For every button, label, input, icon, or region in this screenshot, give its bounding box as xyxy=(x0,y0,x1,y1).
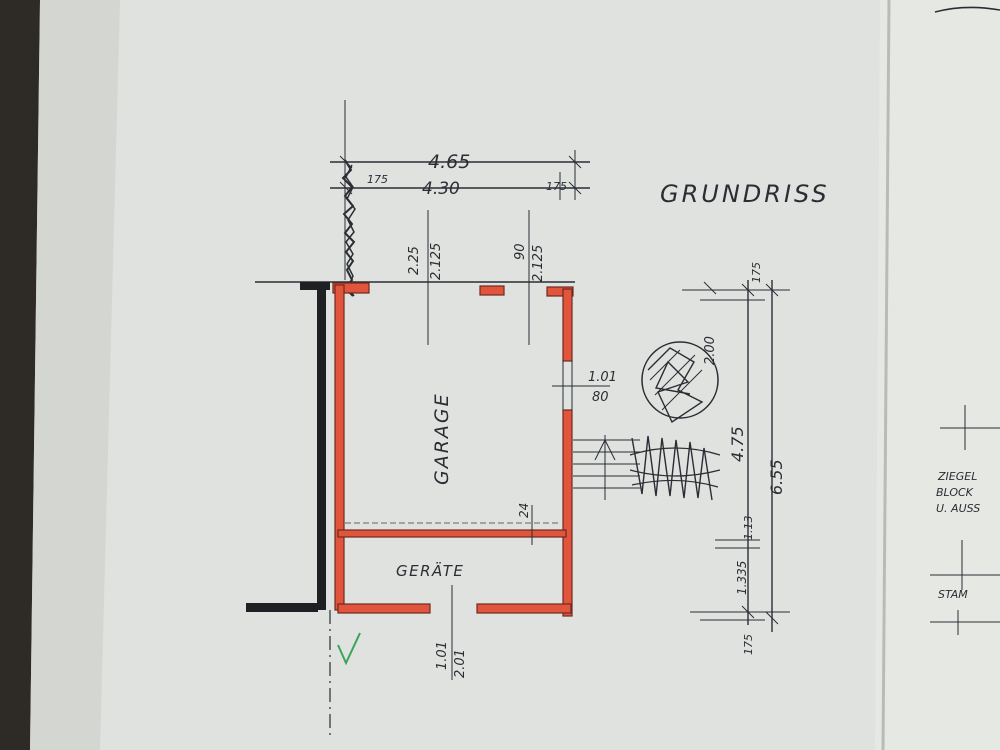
next-page-line1: ZIEGEL xyxy=(937,470,977,483)
dim-interior-wall: 24 xyxy=(517,503,531,518)
dim-right-lower: 1.335 xyxy=(735,561,749,595)
dim-right-mid: 2.00 xyxy=(703,336,718,365)
dim-top-right-wall: 175 xyxy=(546,180,567,193)
next-page-line2: BLOCK xyxy=(936,486,974,499)
right-dimensions: 175 2.00 4.75 6.55 1.13 1.335 175 xyxy=(682,262,790,655)
dim-right-top: 175 xyxy=(750,262,763,283)
dim-door-b: 2.01 xyxy=(453,649,468,678)
dim-window-a: 1.01 xyxy=(588,370,617,385)
property-boundary xyxy=(246,281,575,612)
page-fold xyxy=(881,0,891,750)
dim-right-total: 6.55 xyxy=(767,459,786,495)
dim-right-bottom: 175 xyxy=(742,634,755,655)
dim-top-total: 4.65 xyxy=(428,151,470,173)
tree-symbol-icon xyxy=(641,341,719,424)
dim-opening-b-width: 2.125 xyxy=(531,245,546,282)
room-label-garage: GARAGE xyxy=(431,392,453,485)
dim-top-left-wall: 175 xyxy=(367,173,388,186)
paper-shadow xyxy=(30,0,120,750)
shrub-symbol-icon xyxy=(629,435,721,501)
checkmark-icon xyxy=(337,632,361,666)
dim-window-b: 80 xyxy=(592,390,609,405)
garage-walls xyxy=(332,282,574,617)
hatched-pillar-icon xyxy=(341,159,356,297)
dim-right-inner: 4.75 xyxy=(728,426,747,462)
dim-opening-a-width: 2.125 xyxy=(429,243,444,280)
next-page-content: ZIEGEL BLOCK U. AUSS STAM xyxy=(930,6,1000,635)
next-page-line3: U. AUSS xyxy=(936,502,980,515)
dim-door-a: 1.01 xyxy=(435,641,450,670)
dim-top-inner: 4.30 xyxy=(422,179,460,199)
dim-opening-b-height: 90 xyxy=(513,243,528,260)
dim-opening-a-height: 2.25 xyxy=(407,246,422,275)
dim-right-small: 1.13 xyxy=(742,516,755,541)
drawing-title: GRUNDRISS xyxy=(660,180,830,208)
paper-sheet xyxy=(30,0,895,750)
next-page xyxy=(875,0,1000,750)
opening-dimensions: 2.25 2.125 90 2.125 xyxy=(407,210,546,345)
entrance-steps xyxy=(573,435,640,500)
room-label-storage: GERÄTE xyxy=(396,561,464,580)
next-page-line4: STAM xyxy=(938,588,968,601)
window-dimension: 1.01 80 xyxy=(552,370,617,405)
